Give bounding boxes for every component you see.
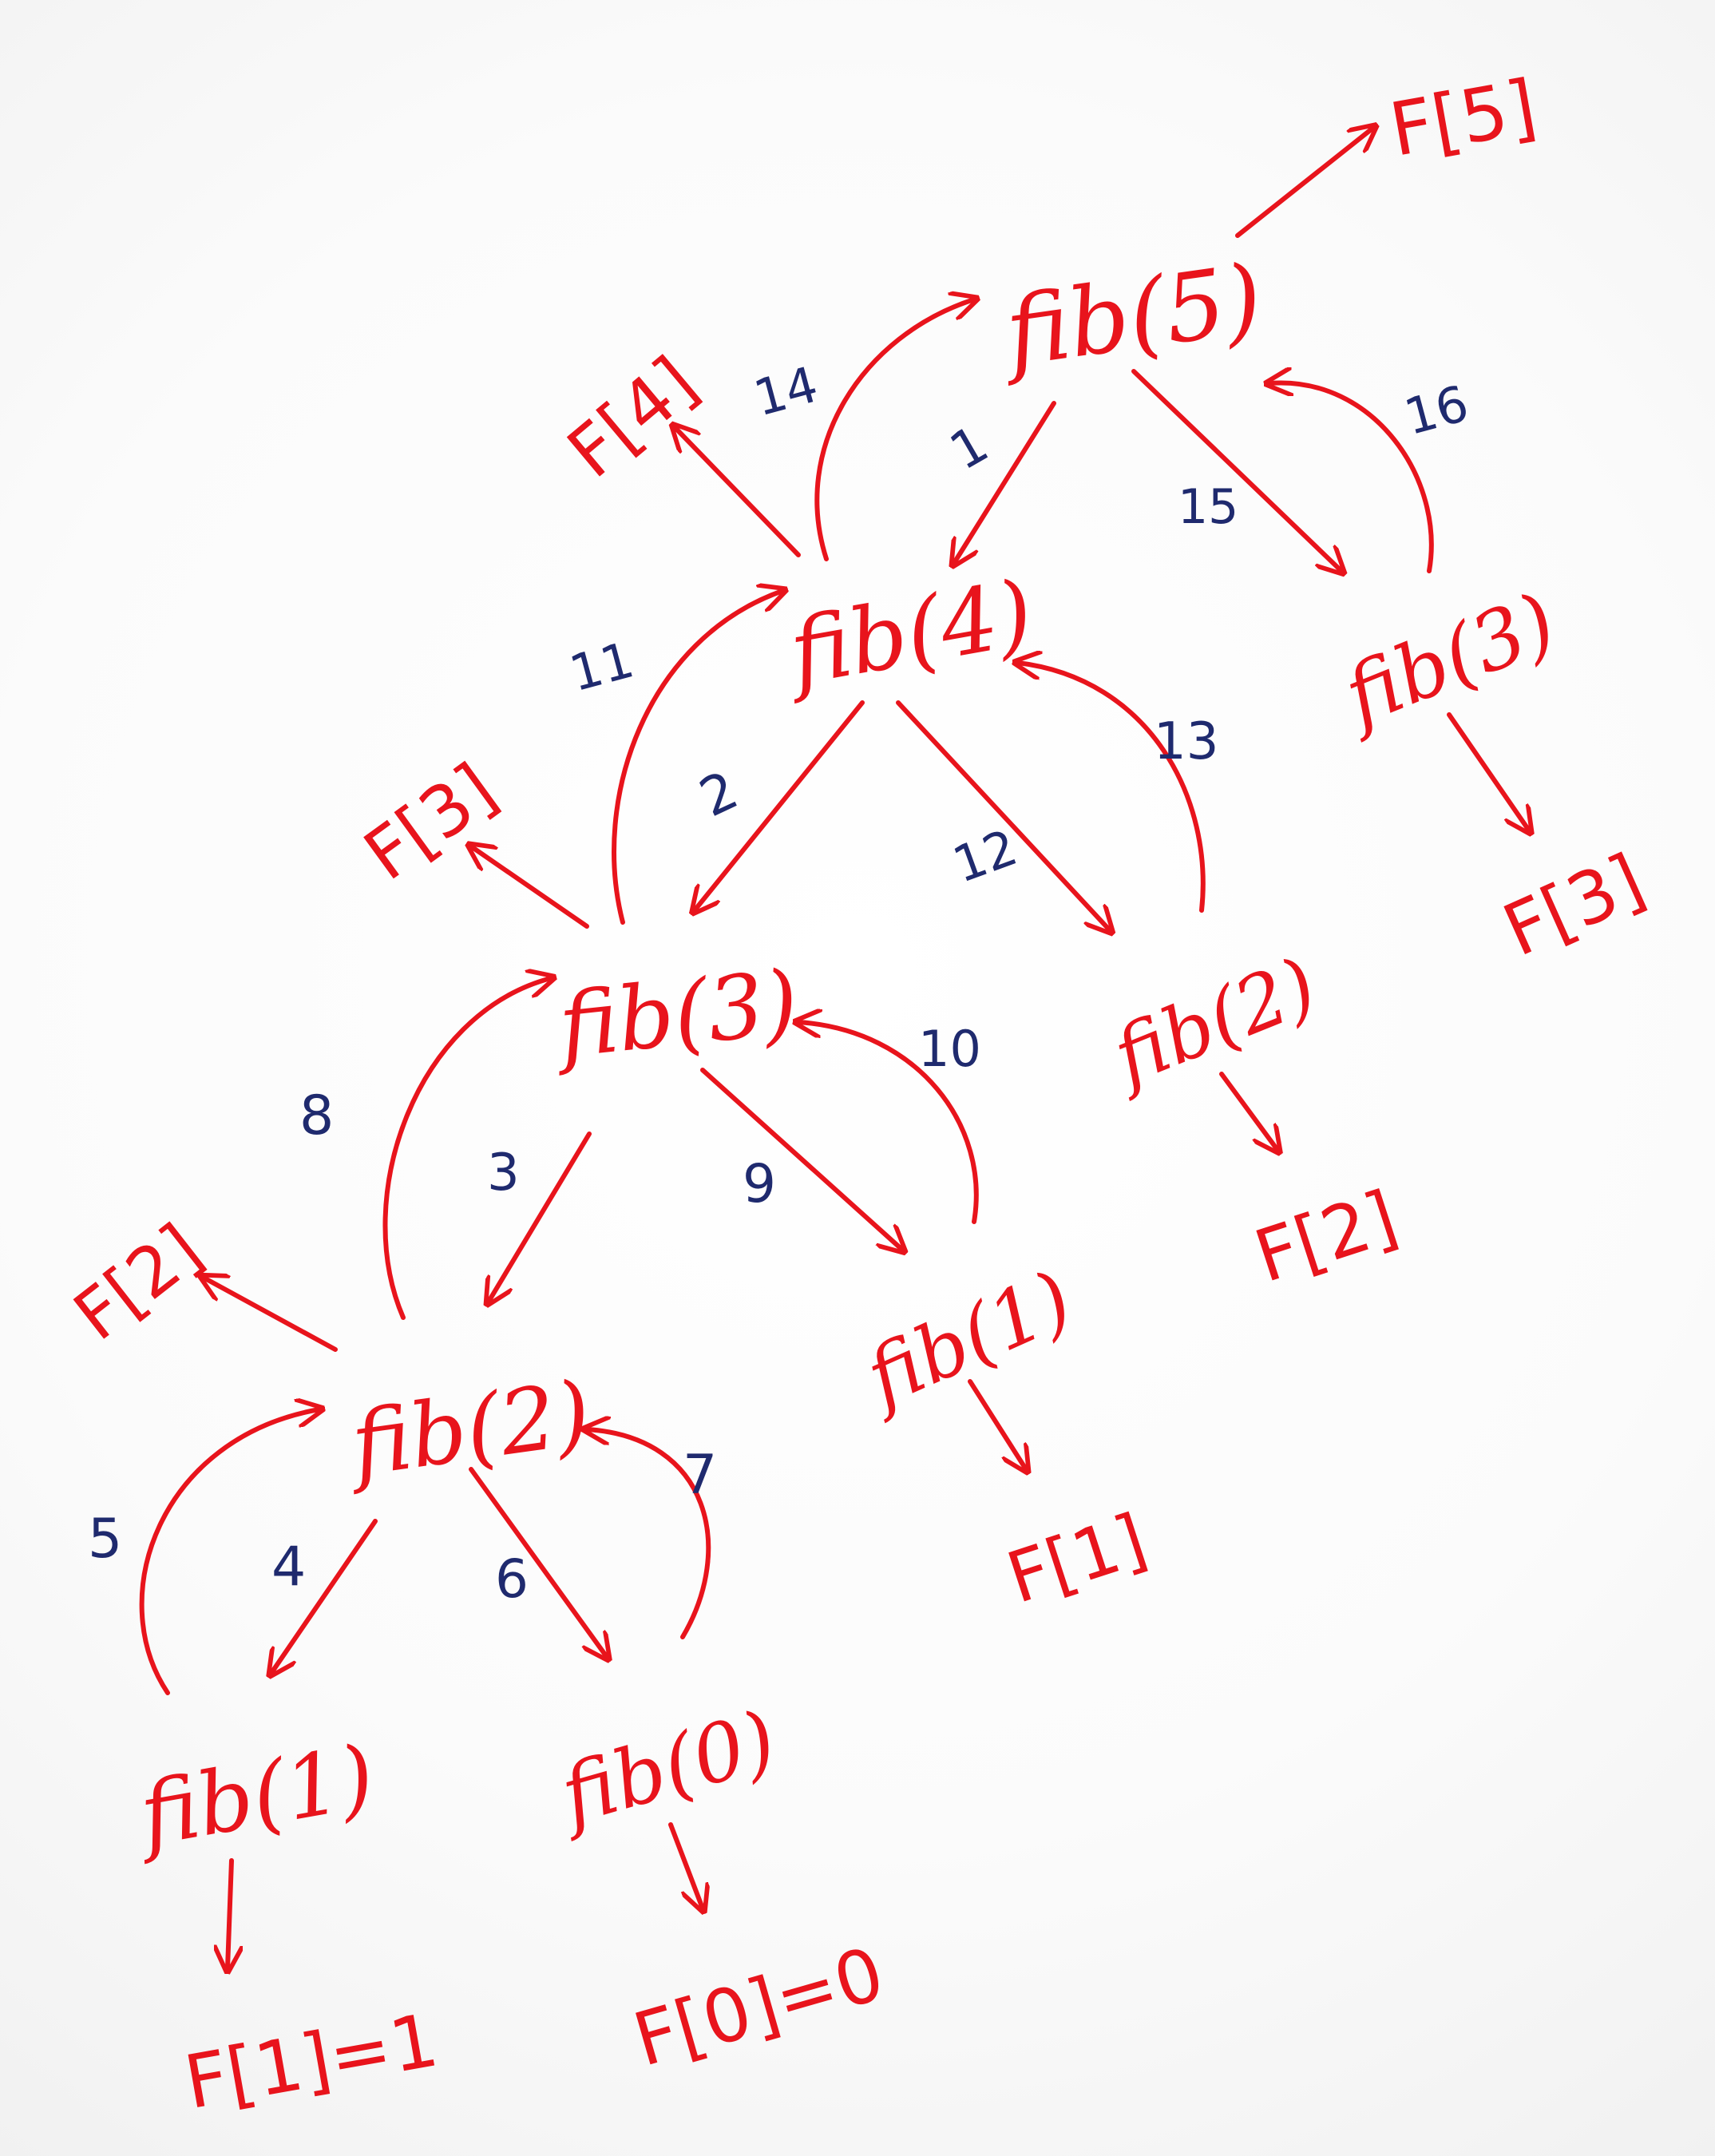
call-edge-fib3-fib2	[489, 1132, 592, 1302]
result-edge-fib3r-F3	[1447, 712, 1529, 830]
node-fib2: fib(2)	[340, 1361, 596, 1496]
step-8: 8	[299, 1084, 334, 1147]
result-F5: F[5]	[1384, 64, 1543, 173]
return-edge-fib1-fib2	[139, 1409, 319, 1695]
return-edge-fib4-fib5	[814, 299, 974, 561]
step-2: 2	[691, 759, 747, 830]
result-edge-fib3-F3top	[471, 846, 589, 929]
return-edge-fib2-fib3	[382, 978, 551, 1320]
node-fib4: fib(4)	[777, 561, 1040, 707]
step-3: 3	[487, 1143, 520, 1203]
call-edge-fib3-fib1	[700, 1068, 902, 1250]
call-edge-fib4-fib2	[896, 700, 1110, 930]
return-edge-fib0-fib2	[587, 1429, 711, 1639]
step-5: 5	[88, 1508, 122, 1571]
step-6: 6	[495, 1548, 529, 1610]
call-edge-fib2-fib1	[271, 1519, 378, 1673]
result-F1-base: F[1]=1	[179, 1997, 445, 2126]
step-9: 9	[743, 1153, 776, 1215]
result-F3-right: F[3]	[1491, 838, 1656, 973]
node-fib2-mid: fib(2)	[1097, 941, 1329, 1104]
call-edge-fib2-fib0	[469, 1467, 607, 1657]
return-edge-fib3r-fib5	[1269, 382, 1434, 573]
call-edge-fib5-fib3	[1131, 369, 1341, 571]
return-edge-fib2m-fib4	[1018, 663, 1206, 913]
result-edge-fib5-F5	[1235, 128, 1373, 238]
result-F1-mid: F[1]	[997, 1498, 1156, 1619]
step-12: 12	[945, 818, 1024, 894]
result-F0-base: F[0]=0	[624, 1931, 893, 2083]
step-16: 16	[1399, 374, 1475, 446]
result-edge-fib0-F0base	[668, 1822, 703, 1908]
result-edge-fib1m-F1	[968, 1379, 1026, 1469]
step-15: 15	[1178, 479, 1238, 535]
step-10: 10	[918, 1020, 981, 1078]
node-fib0: fib(0)	[546, 1693, 786, 1844]
step-13: 13	[1154, 712, 1218, 771]
result-F2-left: F[2]	[60, 1209, 217, 1356]
result-F2-mid: F[2]	[1246, 1175, 1408, 1299]
step-4: 4	[271, 1536, 306, 1599]
call-edge-fib5-fib4	[954, 401, 1056, 563]
node-fib5: fib(5)	[993, 243, 1269, 388]
result-F4: F[4]	[553, 341, 712, 494]
result-F3-top: F[3]	[350, 747, 511, 896]
node-fib1: fib(1)	[128, 1727, 382, 1867]
step-14: 14	[748, 355, 824, 428]
step-7: 7	[683, 1444, 717, 1507]
step-11: 11	[564, 630, 640, 703]
result-edge-fib4-F4	[675, 427, 801, 557]
result-edge-fib1-F1base	[228, 1858, 232, 1968]
node-fib3-right: fib(3)	[1327, 575, 1569, 745]
return-edge-fib1m-fib3	[798, 1022, 979, 1224]
node-fib1-mid: fib(1)	[849, 1254, 1086, 1426]
result-edge-fib2-F2left	[204, 1278, 338, 1352]
return-edge-fib3-fib4	[612, 591, 782, 925]
node-fib3: fib(3)	[549, 951, 802, 1078]
result-edge-fib2m-F2	[1219, 1072, 1277, 1150]
step-1: 1	[941, 414, 998, 482]
call-edge-fib4-fib3	[695, 700, 865, 910]
